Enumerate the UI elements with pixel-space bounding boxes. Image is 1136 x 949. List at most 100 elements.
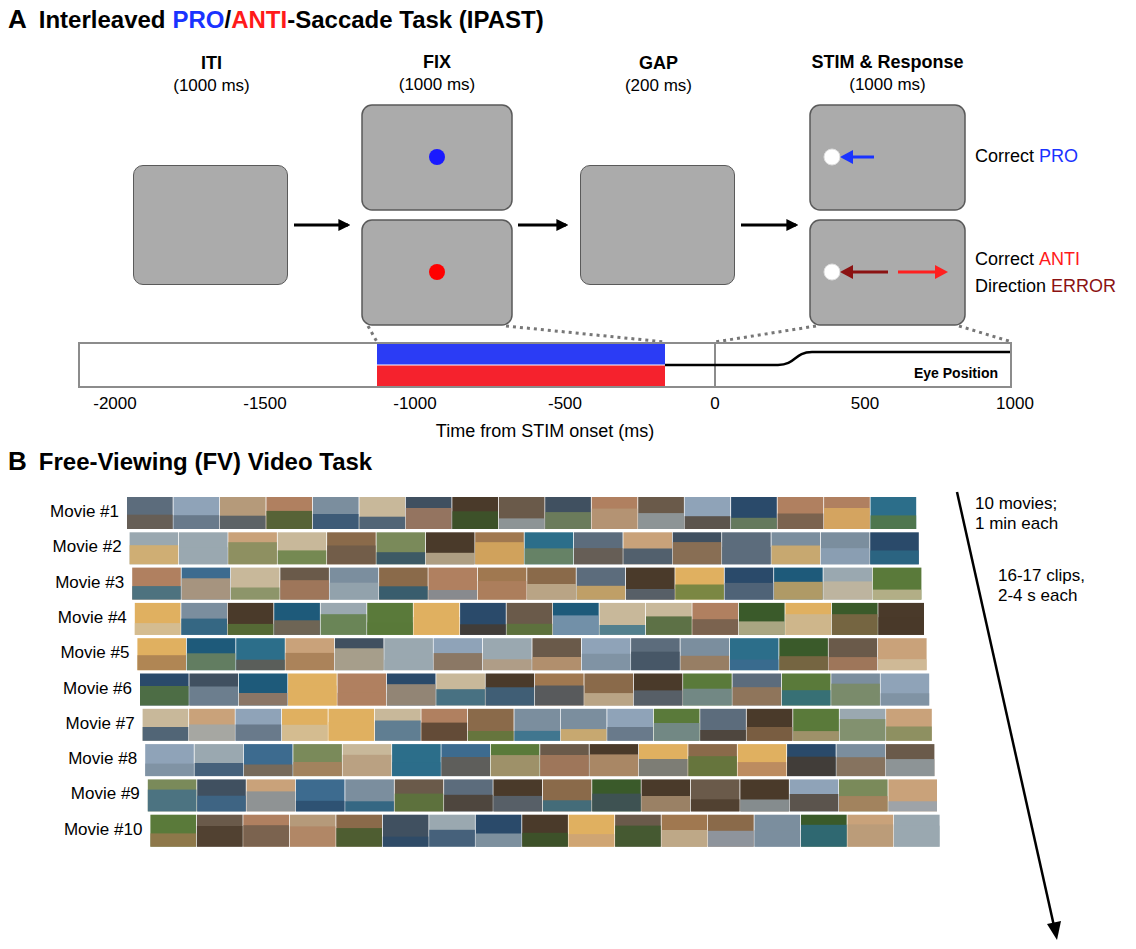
video-clip-shade	[527, 584, 576, 600]
video-clip-shade	[755, 830, 801, 847]
video-clip	[832, 603, 878, 635]
video-clip	[421, 709, 467, 741]
video-clip	[725, 568, 774, 600]
video-clip	[831, 674, 880, 706]
video-clip-shade	[383, 837, 429, 847]
video-clip-shade	[132, 586, 181, 600]
video-clip	[441, 744, 490, 776]
video-clip-shade	[329, 722, 375, 741]
video-clip-shade	[296, 801, 345, 812]
video-clip	[574, 532, 623, 564]
video-clip	[329, 709, 375, 741]
video-clip-shade	[873, 590, 922, 600]
tick-label: 0	[675, 394, 755, 414]
video-clip	[367, 603, 413, 635]
video-clip-shade	[239, 693, 288, 706]
video-clip-shade	[140, 686, 189, 706]
video-clip-shade	[174, 515, 220, 529]
video-clip-shade	[642, 796, 691, 811]
video-clip-shade	[228, 624, 274, 635]
video-clip	[296, 779, 345, 811]
video-clip	[553, 603, 599, 635]
video-clip	[738, 744, 787, 776]
video-clip-shade	[582, 654, 631, 670]
tick-label: -500	[525, 394, 605, 414]
video-clip	[143, 709, 189, 741]
flow-arrow	[741, 224, 796, 227]
video-clip	[278, 532, 327, 564]
label-text: Direction	[975, 276, 1046, 298]
video-clip	[561, 709, 607, 741]
video-clip-shade	[739, 621, 785, 635]
video-clip-shade	[313, 514, 359, 529]
video-clip	[395, 779, 444, 811]
video-clip-shade	[280, 580, 329, 599]
video-clip	[755, 815, 801, 847]
video-clip-shade	[181, 619, 227, 635]
video-clip-shade	[681, 656, 730, 670]
video-clip	[236, 709, 282, 741]
video-clip-shade	[730, 660, 779, 671]
note: 10 movies; 1 min each	[975, 494, 1065, 535]
video-clip-shade	[733, 687, 782, 705]
video-clip	[740, 779, 789, 811]
video-clip	[824, 568, 873, 600]
anti-saccade-arrow	[898, 271, 937, 274]
video-clip	[406, 497, 452, 529]
video-clip-shade	[886, 759, 935, 776]
video-clip-shade	[330, 583, 379, 600]
video-clip	[839, 779, 888, 811]
video-clip	[460, 603, 506, 635]
video-clip	[383, 815, 429, 847]
screen-group: FIX(1000 ms)	[362, 105, 512, 325]
video-clip-shade	[738, 762, 787, 776]
video-clip	[540, 744, 589, 776]
film-strips	[127, 497, 940, 847]
pro-fix-band	[377, 344, 665, 365]
video-clip	[140, 674, 189, 706]
video-clip-shade	[779, 656, 828, 670]
video-clip-shade	[540, 755, 589, 776]
video-clip-shade	[345, 801, 394, 811]
video-clip	[638, 497, 684, 529]
video-clip-shade	[870, 551, 919, 565]
anti-fix-band	[377, 366, 665, 387]
video-clip-shade	[483, 659, 532, 670]
panel-title: BFree-Viewing (FV) Video Task	[8, 446, 372, 477]
video-clip	[468, 709, 514, 741]
flow-arrow	[294, 224, 348, 227]
video-clip	[476, 815, 522, 847]
video-clip	[236, 638, 285, 670]
video-clip-shade	[654, 723, 700, 741]
video-clip-shade	[421, 723, 467, 741]
video-clip	[739, 603, 785, 635]
phase-name: STIM & Response	[750, 52, 1025, 74]
video-clip-shade	[476, 834, 522, 847]
video-clip-shade	[894, 826, 940, 847]
timeline-box: Eye Position	[78, 342, 1012, 388]
video-clip-shade	[790, 794, 839, 811]
video-clip-shade	[878, 617, 924, 635]
video-clip-shade	[392, 762, 441, 776]
video-clip-shade	[569, 834, 615, 847]
video-clip	[384, 638, 433, 670]
video-clip	[345, 779, 394, 811]
video-clip-shade	[150, 833, 196, 846]
video-clip-shade	[592, 794, 641, 812]
video-clip	[228, 532, 277, 564]
video-clip-shade	[772, 546, 821, 565]
video-clip	[730, 638, 779, 670]
video-clip	[338, 674, 387, 706]
video-clip	[499, 497, 545, 529]
video-clip	[793, 709, 839, 741]
video-clip	[182, 568, 231, 600]
video-clip-shade	[286, 653, 335, 670]
video-clip-shade	[384, 660, 433, 670]
video-clip	[359, 497, 405, 529]
stimulus-dot	[824, 264, 840, 280]
video-clip	[708, 815, 754, 847]
video-clip-shade	[468, 731, 514, 741]
video-clip-shade	[878, 659, 927, 670]
movie-label: Movie #1	[0, 502, 119, 522]
